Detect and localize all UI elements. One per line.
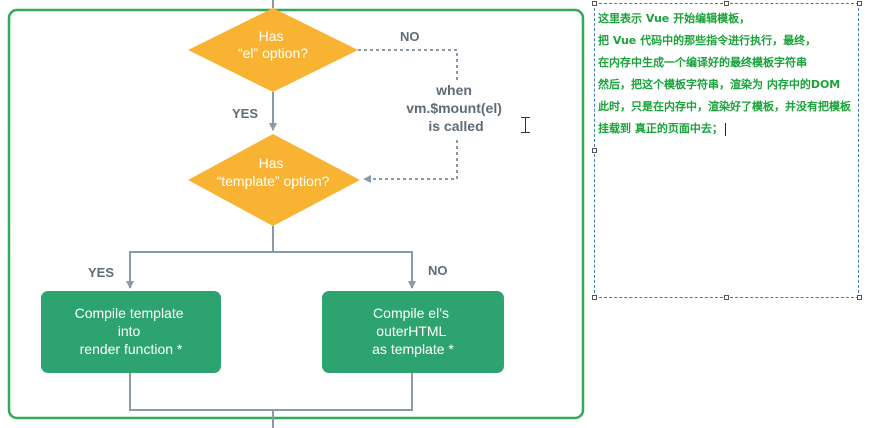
connector-no-el <box>358 49 458 80</box>
label-yes-el: YES <box>232 106 258 121</box>
text-cursor-icon <box>521 117 530 133</box>
connector-template-split <box>126 226 274 289</box>
decision-has-template <box>188 134 360 226</box>
svg-text:Compile el’s outerHTML: Compile el’s outerHTML as template * <box>372 305 454 357</box>
resize-handle-bottom-right[interactable] <box>857 295 862 300</box>
note-line-4: 然后，把这个模板字符串，渲染为 内存中的DOM <box>598 78 841 91</box>
note-line-6: 挂载到 真正的页面中去； <box>598 122 723 135</box>
compile-el-line1: Compile el’s <box>373 305 449 321</box>
svg-text:Has “template” option?: Has “template” option? <box>217 155 330 189</box>
compile-template-line2: into <box>118 323 141 339</box>
resize-handle-bottom-left[interactable] <box>592 295 597 300</box>
svg-text:Compile template into: Compile template into render function * <box>75 305 188 357</box>
decision-has-el-line2: “el” option? <box>238 45 308 61</box>
resize-handle-middle-left[interactable] <box>592 148 597 153</box>
resize-handle-top-left[interactable] <box>592 1 597 6</box>
note-line-3: 在内存中生成一个编译好的最终模板字符串 <box>598 56 807 69</box>
label-no-template: NO <box>428 263 448 278</box>
compile-template-line3: render function * <box>80 341 183 357</box>
mount-note-line1: when <box>435 82 472 98</box>
compile-template-line1: Compile template <box>75 305 184 321</box>
resize-handle-top-middle[interactable] <box>724 1 729 6</box>
mount-note-line3: is called <box>428 118 483 134</box>
label-yes-template: YES <box>88 265 114 280</box>
connector-template-no <box>273 251 416 289</box>
svg-text:when vm.$mount(el) is: when vm.$mount(el) is called <box>406 82 506 134</box>
resize-handle-top-right[interactable] <box>857 1 862 6</box>
note-line-2: 把 Vue 代码中的那些指令进行执行，最终， <box>598 34 817 47</box>
compile-el-line2: outerHTML <box>376 323 446 339</box>
resize-handle-bottom-middle[interactable] <box>724 295 729 300</box>
decision-has-el <box>188 8 358 92</box>
compile-el-line3: as template * <box>372 341 454 357</box>
decision-has-el-line1: Has <box>259 28 284 44</box>
mount-note-line2: vm.$mount(el) <box>406 100 502 116</box>
label-no-el: NO <box>400 29 420 44</box>
process-compile-el <box>322 291 504 373</box>
process-compile-template <box>41 291 221 373</box>
decision-has-template-line1: Has <box>259 155 284 171</box>
connector-merge <box>129 373 413 411</box>
note-line-5: 此时，只是在内存中，渲染好了模板，并没有把模板 <box>598 100 851 113</box>
decision-has-template-line2: “template” option? <box>217 173 330 189</box>
connector-mount <box>363 140 458 183</box>
svg-text:Has “el” option?: Has “el” option? <box>238 28 308 61</box>
text-caret <box>724 122 726 136</box>
note-line-1: 这里表示 Vue 开始编辑模板， <box>598 12 751 25</box>
note-text[interactable]: 这里表示 Vue 开始编辑模板， 把 Vue 代码中的那些指令进行执行，最终， … <box>598 8 878 140</box>
